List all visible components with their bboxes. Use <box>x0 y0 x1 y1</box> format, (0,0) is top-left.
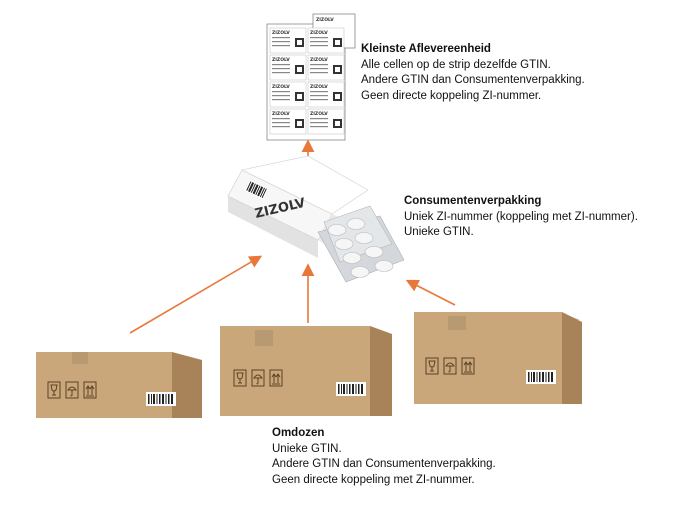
shipping-box-left <box>36 352 202 418</box>
label-line: Andere GTIN dan Consumentenverpakking. <box>361 74 585 86</box>
strip-cell-brand: ZIZOLV <box>310 57 328 63</box>
strip-cell-brand: ZIZOLV <box>310 111 328 117</box>
label-consumentenverpakking: Consumentenverpakking Uniek ZI-nummer (k… <box>404 194 638 241</box>
strip-cell-brand: ZIZOLV <box>316 17 334 23</box>
strip-cell: ZIZOLV <box>307 81 345 108</box>
strip-cell: ZIZOLV <box>307 54 345 81</box>
shipping-box-right <box>414 312 582 404</box>
strip-cell: ZIZOLV <box>307 108 345 135</box>
barcode-icon <box>336 382 366 396</box>
label-title: Consumentenverpakking <box>404 195 542 207</box>
label-title: Kleinste Aflevereenheid <box>361 43 491 55</box>
strip-cell: ZIZOLV <box>269 108 307 135</box>
label-line: Unieke GTIN. <box>272 442 342 455</box>
consumer-package-image: ZIZOLV <box>227 155 405 283</box>
strip-cell: ZIZOLV <box>307 27 345 54</box>
label-kleinste-aflevereenheid: Kleinste Aflevereenheid Alle cellen op d… <box>361 42 585 104</box>
label-line: Alle cellen op de strip dezelfde GTIN. <box>361 58 551 71</box>
strip-cell: ZIZOLV <box>269 54 307 81</box>
label-omdozen: Omdozen Unieke GTIN. Andere GTIN dan Con… <box>272 426 496 488</box>
strip-cell: ZIZOLV <box>269 81 307 108</box>
barcode-icon <box>526 370 556 384</box>
label-line: Unieke GTIN. <box>404 226 474 238</box>
strip-cell-brand: ZIZOLV <box>272 84 290 90</box>
label-title: Omdozen <box>272 427 325 439</box>
strip-cell-brand: ZIZOLV <box>272 111 290 117</box>
label-line: Andere GTIN dan Consumentenverpakking. <box>272 458 496 470</box>
strip-cell-brand: ZIZOLV <box>310 30 328 36</box>
barcode-icon <box>146 392 176 406</box>
arrow-left-box-to-package <box>129 255 263 334</box>
blister-strip-image: ZIZOLV ZIZOLV ZIZOLV ZIZOLV ZIZOLV ZIZOLV ZIZO… <box>266 13 356 141</box>
label-line: Geen directe koppeling met ZI-nummer. <box>272 473 475 486</box>
arrow-right-box-to-package <box>405 279 456 306</box>
strip-cell: ZIZOLV <box>269 27 307 54</box>
label-line: Geen directe koppeling ZI-nummer. <box>361 89 542 102</box>
shipping-box-center <box>220 326 392 416</box>
strip-cell-brand: ZIZOLV <box>272 30 290 36</box>
strip-cell-brand: ZIZOLV <box>272 57 290 63</box>
strip-cell-brand: ZIZOLV <box>310 84 328 90</box>
label-line: Uniek ZI-nummer (koppeling met ZI-nummer… <box>404 210 638 223</box>
